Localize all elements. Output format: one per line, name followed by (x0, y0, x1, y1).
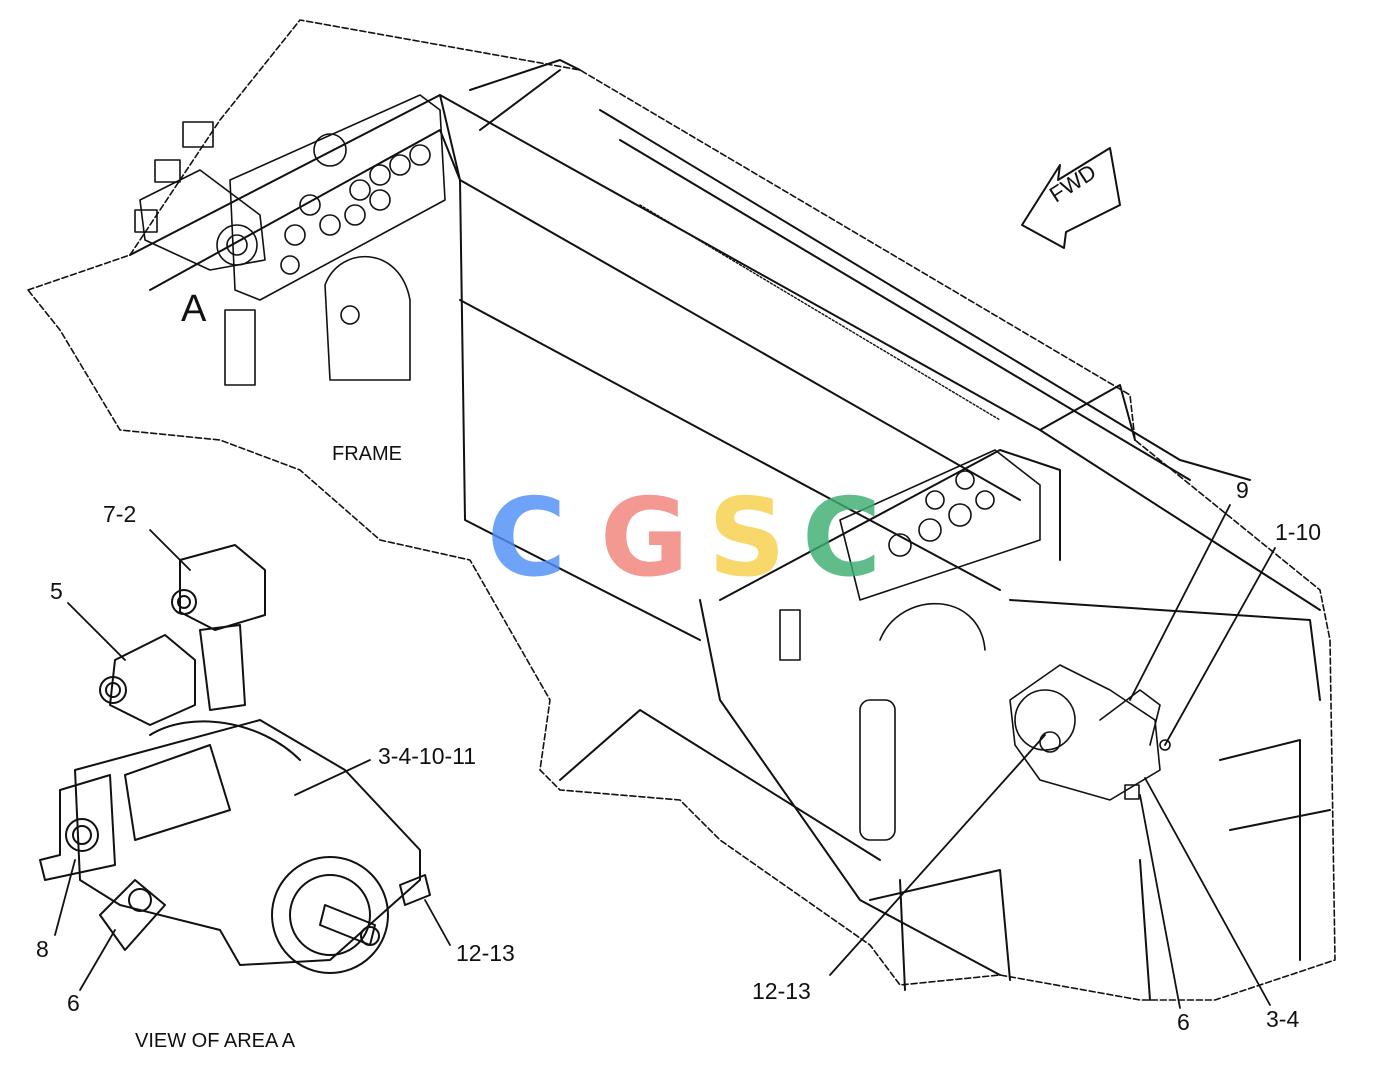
callout-9: 9 (1236, 477, 1249, 503)
watermark-letter-c2: C (802, 476, 882, 601)
watermark-letter-s: S (708, 476, 786, 601)
callout-12-13-detail: 12-13 (456, 940, 515, 966)
detail-pump-view (39, 544, 431, 974)
frame-label: FRAME (332, 443, 402, 465)
callout-8: 8 (36, 936, 49, 962)
callout-7-2: 7-2 (103, 501, 137, 527)
frame-side-plate (224, 94, 446, 386)
area-a-marker: A (181, 288, 207, 330)
callout-5: 5 (50, 578, 63, 604)
callout-leaders-detail (54, 529, 451, 991)
frame-right-plate (779, 449, 1041, 841)
fwd-arrow-icon (1021, 147, 1121, 249)
callout-1-10: 1-10 (1275, 519, 1322, 545)
frame-rack-teeth (639, 204, 1001, 421)
view-caption: VIEW OF AREA A (135, 1030, 296, 1052)
watermark-letter-g: G (600, 476, 689, 601)
pump-assembly-main (1009, 664, 1171, 801)
callout-3-4-10-11: 3-4-10-11 (378, 743, 477, 769)
pump-assembly-small (134, 121, 266, 271)
callout-6-detail: 6 (67, 990, 80, 1016)
callout-12-13-main: 12-13 (752, 978, 811, 1004)
callout-leaders-main (829, 504, 1276, 1009)
watermark-letter-c1: C (487, 476, 567, 601)
callout-6-main: 6 (1177, 1009, 1190, 1035)
callout-3-4: 3-4 (1266, 1006, 1300, 1032)
